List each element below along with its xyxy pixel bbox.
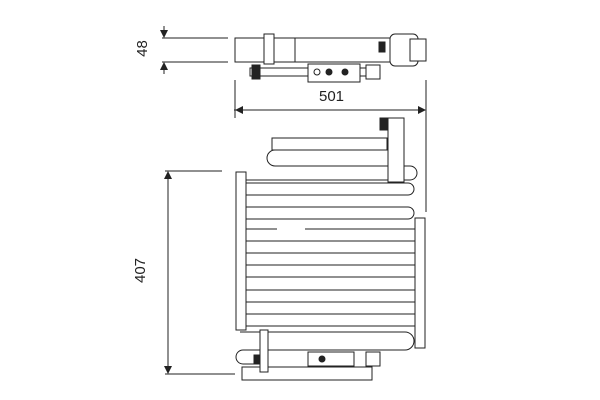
width-dimension-label: 501 [319,88,345,105]
depth-dimension-label: 48 [133,40,151,57]
front-view [164,117,427,381]
height-dimension-label: 407 [132,257,150,284]
tubes [246,182,415,327]
top-view [160,26,427,118]
